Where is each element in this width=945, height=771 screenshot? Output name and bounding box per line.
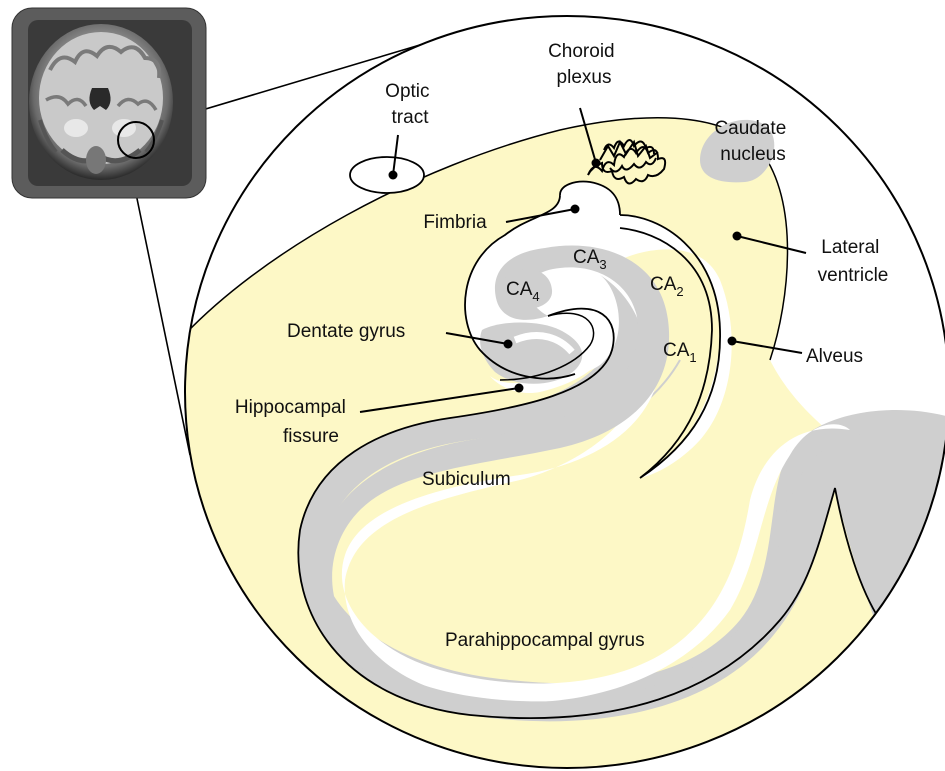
zoom-line-bottom — [128, 155, 190, 455]
dot-fimbria — [571, 205, 580, 214]
dot-hippocampal-fissure — [515, 384, 524, 393]
label-fimbria: Fimbria — [423, 212, 487, 233]
dot-dentate-gyrus — [504, 340, 513, 349]
label-parahippocampal-gyrus: Parahippocampal gyrus — [445, 630, 645, 651]
label-dentate-gyrus: Dentate gyrus — [287, 321, 405, 342]
mri-inset — [12, 8, 206, 198]
dot-optic-tract — [389, 171, 398, 180]
label-alveus: Alveus — [806, 346, 863, 367]
label-subiculum: Subiculum — [422, 469, 511, 490]
dot-lateral-ventricle — [733, 232, 742, 241]
dot-choroid-plexus — [592, 159, 601, 168]
optic-tract-shape — [350, 157, 424, 193]
dot-alveus — [728, 337, 737, 346]
